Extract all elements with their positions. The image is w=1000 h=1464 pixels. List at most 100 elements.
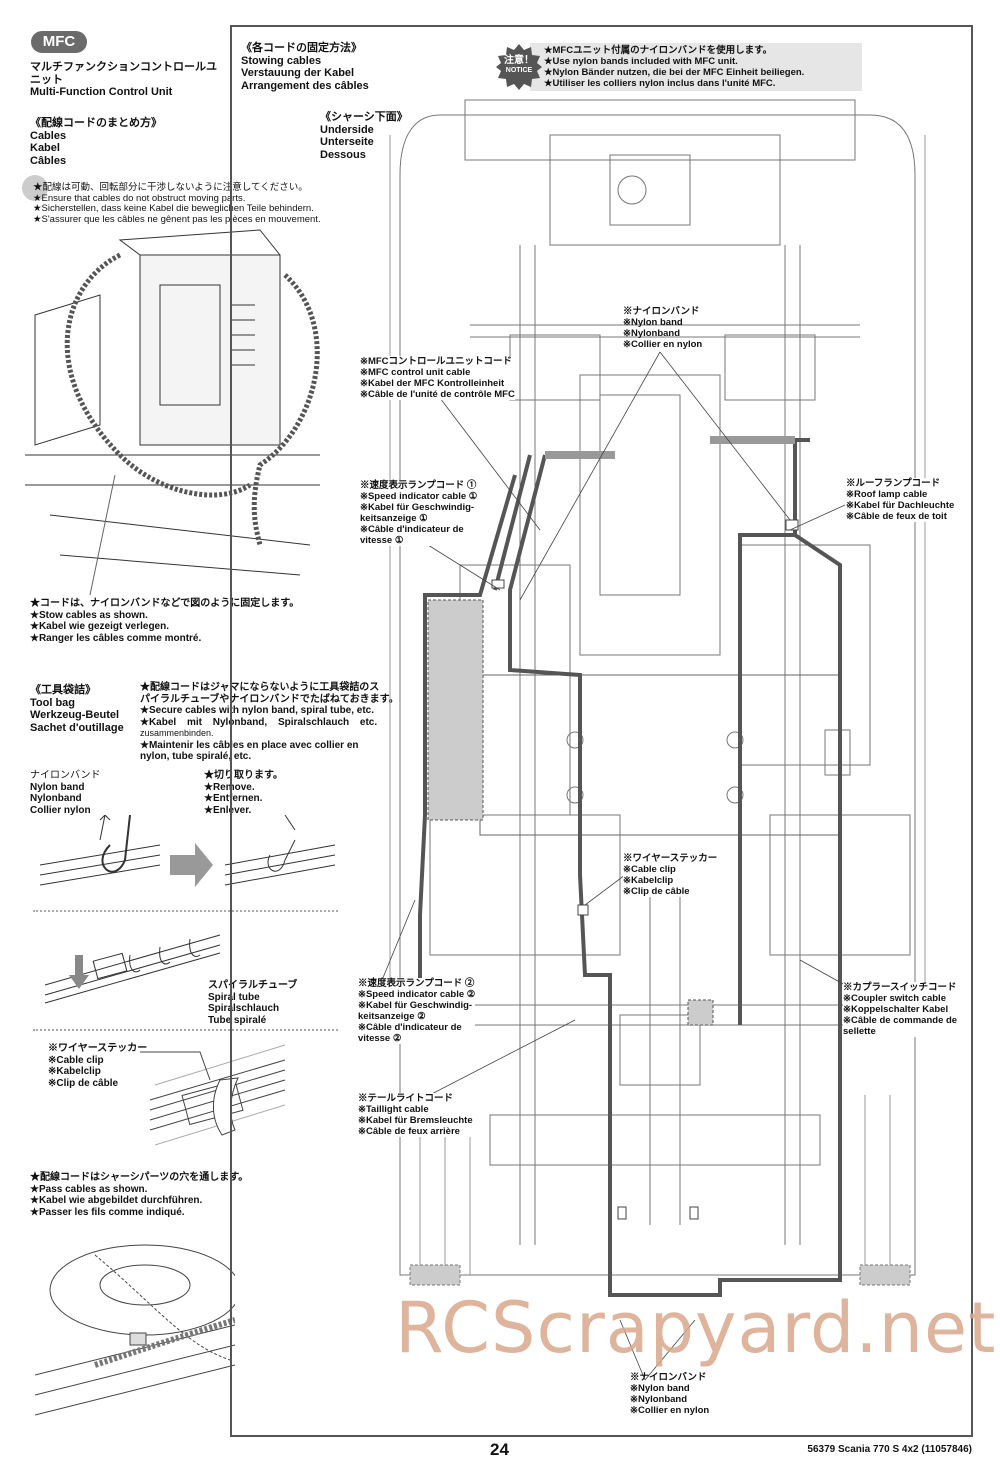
callout-line: sellette	[843, 1026, 876, 1037]
label-line: ※Kabelclip	[48, 1066, 101, 1077]
note-line: ★配線は可動、回転部分に干渉しないように注意してください。	[33, 182, 308, 193]
cable-clip-label: ※ワイヤーステッカー ※Cable clip ※Kabelclip ※Clip …	[48, 1043, 147, 1089]
note-line: ★コードは、ナイロンバンドなどで図のように固定します。	[30, 598, 300, 609]
callout-nylon-band-bottom: ※ナイロンバンド ※Nylon band ※Nylonband ※Collier…	[630, 1372, 709, 1416]
callout-taillight: ※テールライトコード ※Taillight cable ※Kabel für B…	[358, 1093, 473, 1137]
label-line: ★Remove.	[204, 781, 255, 793]
underside-heading: 《シャーシ下面》 Underside Unterseite Dessous	[320, 111, 408, 161]
callout-line: ※MFCコントロールユニットコード	[360, 356, 513, 367]
label-line: Spiralschlauch	[208, 1003, 280, 1014]
notice-badge-jp: 注意！	[504, 55, 534, 66]
heading-line: Arrangement des câbles	[241, 79, 369, 92]
callout-line: ※Kabel für Bremsleuchte	[358, 1115, 473, 1126]
callout-speed-indicator-1: ※速度表示ランプコード ① ※Speed indicator cable ① ※…	[360, 480, 478, 546]
toolbag-note: ★配線コードはジャマにならないように工具袋詰のス パイラルチューブやナイロンバン…	[140, 682, 399, 763]
callout-line: keitsanzeige ①	[360, 513, 428, 524]
callout-speed-indicator-2: ※速度表示ランプコード ② ※Speed indicator cable ② ※…	[358, 978, 476, 1044]
callout-line: ※速度表示ランプコード ①	[360, 480, 477, 491]
heading-line: Tool bag	[30, 696, 76, 709]
label-line: Nylon band	[30, 781, 85, 793]
callout-nylon-band-top: ※ナイロンバンド ※Nylon band ※Nylonband ※Collier…	[623, 306, 702, 350]
divider	[33, 910, 338, 912]
label-line: Spiral tube	[208, 991, 260, 1003]
callout-line: ※Speed indicator cable ②	[358, 989, 476, 1000]
stow-note: ★コードは、ナイロンバンドなどで図のように固定します。 ★Stow cables…	[30, 598, 299, 644]
callout-line: ※Nylonband	[630, 1394, 688, 1405]
arrow-right-icon	[170, 843, 213, 887]
notice-box	[530, 43, 862, 91]
note-line: ★Passer les fils comme indiqué.	[30, 1206, 185, 1218]
callout-line: ※Câble de l'unité de contrôle MFC	[360, 389, 515, 400]
callout-line: ※Câble de feux de toit	[846, 511, 947, 522]
callout-line: ※Câble d'indicateur de	[360, 524, 464, 535]
spiral-tube-illustration	[44, 934, 221, 1004]
callout-line: ※Kabel für Dachleuchte	[846, 500, 955, 511]
notice-line: ★Use nylon bands included with MFC unit.	[544, 56, 738, 67]
note-line: ★Maintenir les câbles en place avec coll…	[140, 739, 359, 751]
label-line: ★Entfernen.	[204, 793, 263, 804]
note-line: zusammenbinden.	[140, 728, 214, 738]
callout-coupler-switch: ※カプラースイッチコード ※Coupler switch cable ※Kopp…	[843, 982, 958, 1037]
callout-line: ※カプラースイッチコード	[843, 982, 957, 993]
callout-line: ※ルーフランプコード	[846, 478, 941, 489]
callout-line: ※ナイロンバンド	[623, 306, 700, 317]
note-line: ★Kabel wie gezeigt verlegen.	[30, 621, 170, 632]
callout-line: ※速度表示ランプコード ②	[358, 978, 475, 989]
callout-line: ※Kabelclip	[623, 875, 674, 886]
callout-line: ※Koppelschalter Kabel	[843, 1004, 949, 1015]
nylon-band-illustration	[39, 815, 336, 887]
model-footer: 56379 Scania 770 S 4x2 (11057846)	[807, 1444, 972, 1455]
cable-paths	[418, 436, 842, 1297]
cables-heading: 《配線コードのまとめ方》 Cables Kabel Câbles	[30, 117, 162, 167]
callout-line: ※MFC control unit cable	[360, 367, 471, 378]
note-line: ★Kabel mit Nylonband, Spiralschlauch etc…	[140, 716, 378, 728]
label-line: Collier nylon	[30, 804, 91, 816]
label-line: ★Enlever.	[204, 804, 252, 816]
spiral-tube-label: スパイラルチューブ Spiral tube Spiralschlauch Tub…	[208, 980, 297, 1026]
label-line: ナイロンバンド	[30, 770, 101, 781]
notice-text: ★MFCユニット付属のナイロンバンドを使用します。 ★Use nylon ban…	[544, 45, 804, 89]
callout-line: ※Câble de feux arrière	[358, 1126, 460, 1137]
notice-badge-en: NOTICE	[505, 67, 533, 74]
notice-line: ★MFCユニット付属のナイロンバンドを使用します。	[544, 45, 773, 56]
note-line: ★Pass cables as shown.	[30, 1183, 148, 1195]
callout-line: ※Clip de câble	[623, 886, 690, 897]
mfc-unit-illustration	[25, 229, 320, 595]
callout-line: ※Kabel für Geschwindig-	[360, 502, 475, 513]
note-line: パイラルチューブやナイロンバンドでたばねておきます。	[140, 693, 399, 705]
callout-line: vitesse ①	[360, 535, 404, 546]
heading-line: Werkzeug-Beutel	[30, 709, 120, 721]
callout-line: ※Cable clip	[623, 864, 676, 875]
callout-cable-clip: ※ワイヤーステッカー ※Cable clip ※Kabelclip ※Clip …	[623, 853, 718, 897]
callout-mfc-cable: ※MFCコントロールユニットコード ※MFC control unit cabl…	[360, 356, 515, 400]
title-jp: マルチファンクションコントロールユニット	[30, 61, 217, 86]
arrow-down-icon	[69, 955, 89, 989]
heading-line: Verstauung der Kabel	[241, 67, 355, 79]
notice-line: ★Nylon Bänder nutzen, die bei der MFC Ei…	[544, 67, 805, 78]
note-line: ★配線コードはシャーシパーツの穴を通します。	[30, 1172, 249, 1183]
notice-badge-icon	[496, 44, 542, 90]
note-line: ★Sicherstellen, dass keine Kabel die bew…	[33, 203, 314, 214]
callout-roof-lamp: ※ルーフランプコード ※Roof lamp cable ※Kabel für D…	[846, 478, 955, 522]
heading-en: Cables	[30, 129, 67, 142]
note-line: ★Ensure that cables do not obstruct movi…	[33, 192, 246, 204]
label-line: スパイラルチューブ	[208, 980, 298, 991]
callout-line: ※Coupler switch cable	[843, 993, 946, 1004]
note-line: ★Ranger les câbles comme montré.	[30, 632, 202, 644]
mfc-badge: MFC	[31, 31, 87, 53]
pass-note: ★配線コードはシャーシパーツの穴を通します。 ★Pass cables as s…	[30, 1172, 248, 1218]
label-line: Nylonband	[30, 793, 82, 804]
remove-label: ★切り取ります。 ★Remove. ★Entfernen. ★Enlever.	[204, 770, 283, 816]
heading-line: Unterseite	[320, 136, 374, 148]
chassis-pass-illustration	[35, 1244, 235, 1416]
label-line: Tube spiralé	[208, 1014, 267, 1026]
callout-line: ※Nylonband	[623, 328, 681, 339]
callout-line: ※Nylon band	[630, 1383, 690, 1394]
callout-line: ※Roof lamp cable	[846, 489, 928, 500]
heading-de: Kabel	[30, 142, 60, 154]
label-line: ※Clip de câble	[48, 1077, 119, 1089]
note-line: ★配線コードはジャマにならないように工具袋詰のス	[140, 682, 380, 693]
page-header: マルチファンクションコントロールユニット Multi-Function Cont…	[30, 61, 226, 99]
note-line: ★Stow cables as shown.	[30, 609, 148, 621]
callout-line: ※ナイロンバンド	[630, 1372, 707, 1383]
